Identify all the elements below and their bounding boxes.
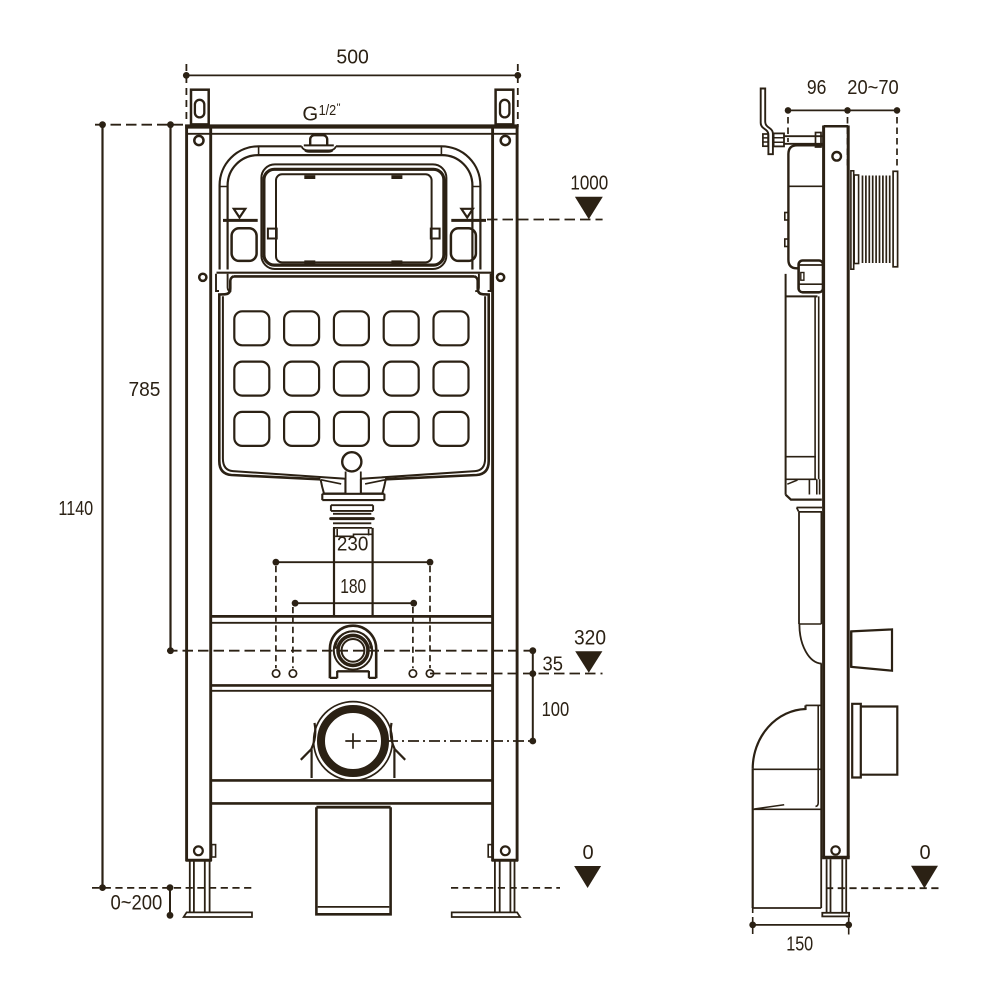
svg-text:1/2: 1/2 [319, 103, 337, 119]
svg-text:0: 0 [920, 842, 931, 864]
svg-text:500: 500 [336, 46, 368, 68]
svg-text:320: 320 [574, 626, 606, 650]
svg-text:35: 35 [543, 652, 564, 675]
svg-text:1140: 1140 [58, 497, 93, 520]
svg-text:0: 0 [582, 842, 593, 864]
svg-text:20~70: 20~70 [847, 76, 898, 99]
svg-text:": " [337, 102, 341, 114]
svg-text:1000: 1000 [570, 173, 608, 195]
svg-text:100: 100 [542, 699, 570, 721]
svg-text:0~200: 0~200 [111, 892, 163, 915]
svg-text:180: 180 [340, 576, 366, 598]
svg-text:230: 230 [337, 533, 369, 555]
svg-text:G: G [302, 103, 318, 125]
svg-text:785: 785 [129, 379, 161, 401]
svg-text:150: 150 [786, 934, 813, 956]
svg-text:96: 96 [807, 76, 827, 99]
